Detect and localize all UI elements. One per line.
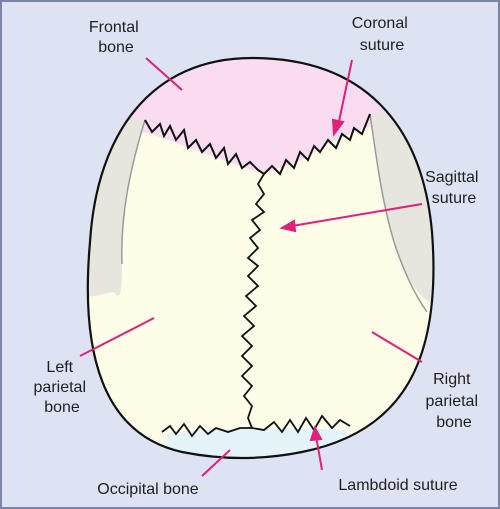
coronal-suture-pointer (337, 59, 353, 127)
coronal-suture-label: Coronal suture (352, 15, 412, 54)
left-parietal-bone-label: Left parietal bone (34, 359, 91, 416)
occipital-bone-pointer (201, 449, 231, 477)
occipital-bone-label: Occipital bone (97, 481, 198, 498)
left-temporal-shade (87, 112, 145, 302)
right-temporal-line (369, 113, 428, 313)
lambdoid-suture-arrowhead (309, 425, 323, 442)
occipital-bone-region (167, 428, 347, 458)
sagittal-suture-pointer (291, 203, 423, 227)
sagittal-suture-line (240, 173, 266, 429)
right-parietal-bone-label: Right parietal bone (426, 371, 483, 431)
skull-outline (86, 56, 435, 460)
frontal-bone-pointer (145, 57, 183, 91)
lambdoid-suture-label: Lambdoid suture (338, 477, 457, 494)
left-parietal-pointer (79, 317, 155, 357)
lambdoid-suture-pointer (315, 435, 323, 471)
lambdoid-suture-line (161, 414, 351, 438)
right-parietal-pointer (371, 331, 423, 363)
coronal-suture-line (144, 113, 371, 176)
sagittal-suture-arrowhead (279, 219, 297, 233)
left-temporal-line (121, 119, 146, 265)
coronal-suture-arrowhead (331, 118, 345, 137)
sagittal-suture-label: Sagittal suture (425, 169, 483, 207)
skull-outline-fill (87, 58, 434, 458)
frontal-bone-label: Frontal bone (89, 19, 143, 56)
